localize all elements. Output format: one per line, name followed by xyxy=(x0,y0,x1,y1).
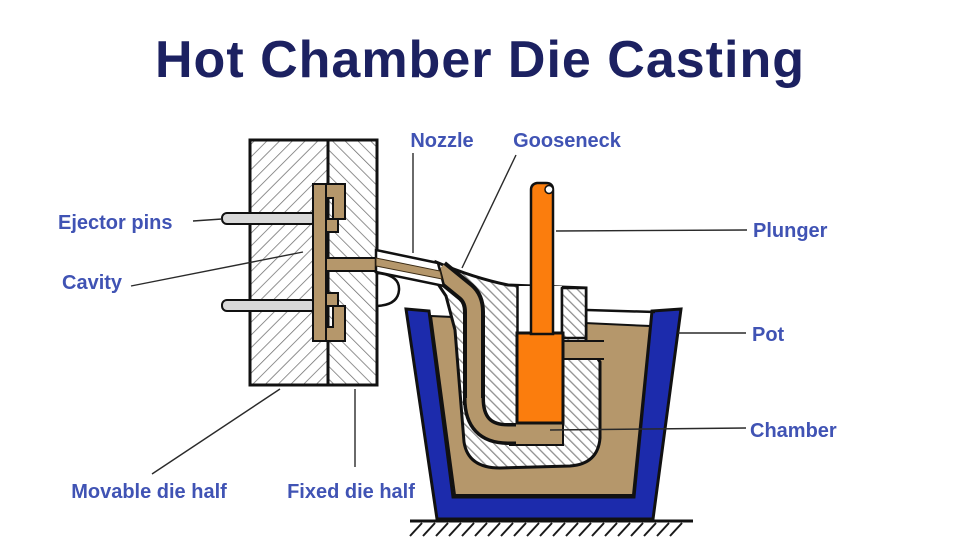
label-fixed-die-half: Fixed die half xyxy=(287,481,415,503)
leader-movable-die xyxy=(151,388,281,475)
leader-cavity xyxy=(130,251,304,287)
ejector-pin-bottom xyxy=(221,299,317,312)
plunger-rod xyxy=(529,181,555,336)
labels: Nozzle Gooseneck Ejector pins Cavity Plu… xyxy=(58,130,837,503)
plunger-piston xyxy=(515,331,565,425)
label-cavity: Cavity xyxy=(62,272,123,294)
ground xyxy=(409,519,693,537)
leader-lines xyxy=(130,153,748,475)
ejector-pin-top xyxy=(221,212,317,225)
refill-port xyxy=(564,340,628,360)
label-movable-die-half: Movable die half xyxy=(71,481,227,503)
ejector-pins xyxy=(221,212,317,312)
label-nozzle: Nozzle xyxy=(410,130,473,152)
pot-rim-line xyxy=(586,308,656,314)
label-ejector-pins: Ejector pins xyxy=(58,212,172,234)
label-gooseneck: Gooseneck xyxy=(513,130,622,152)
leader-ejector-pins xyxy=(192,218,223,222)
plunger-rod-tip xyxy=(544,184,554,195)
label-pot: Pot xyxy=(752,324,785,346)
gooseneck-channel xyxy=(432,261,563,445)
sprue-bushing xyxy=(375,271,401,308)
plunger xyxy=(515,181,565,425)
label-chamber: Chamber xyxy=(750,420,837,442)
leader-gooseneck xyxy=(461,154,517,269)
page-title: Hot Chamber Die Casting xyxy=(155,31,805,89)
nozzle-melt-stripe xyxy=(375,257,443,280)
nozzle xyxy=(374,248,446,308)
cast-part-cavity xyxy=(312,183,379,342)
leader-plunger xyxy=(555,229,748,232)
runner-channel xyxy=(325,257,379,272)
label-plunger: Plunger xyxy=(753,220,828,242)
leader-chamber xyxy=(549,427,747,431)
ground-hatch-ticks xyxy=(409,522,683,537)
chamber-wall-upper xyxy=(560,286,588,340)
